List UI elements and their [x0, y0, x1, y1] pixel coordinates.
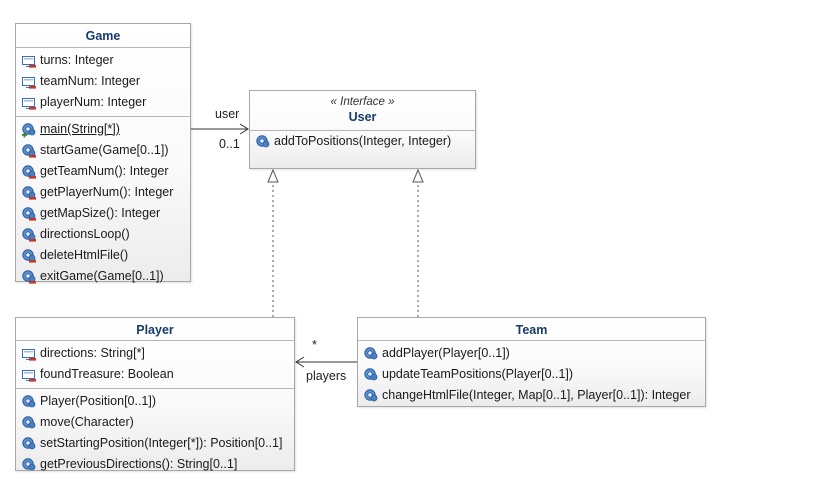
- public-operation-icon: [21, 457, 37, 473]
- attribute-row[interactable]: playerNum: Integer: [16, 92, 190, 113]
- private-operation-icon: [21, 248, 37, 264]
- attribute-text: playerNum: Integer: [40, 95, 147, 109]
- operation-row[interactable]: main(String[*]): [16, 119, 190, 140]
- public-static-operation-icon: [21, 122, 37, 138]
- operation-text: startGame(Game[0..1]): [40, 143, 169, 157]
- public-operation-icon: [255, 134, 271, 150]
- operation-row[interactable]: startGame(Game[0..1]): [16, 140, 190, 161]
- class-name: Game: [85, 29, 121, 43]
- class-header: Game: [16, 24, 190, 48]
- operation-row[interactable]: getPreviousDirections(): String[0..1]: [16, 454, 294, 475]
- realization-player-user-triangle: [267, 168, 279, 183]
- association-multiplicity-label: 0..1: [219, 137, 240, 151]
- private-attribute-icon: [21, 346, 37, 362]
- stereotype-label: « Interface »: [330, 96, 395, 108]
- class-name: Team: [515, 323, 548, 337]
- private-attribute-icon: [21, 367, 37, 383]
- association-game-user-arrowhead: [239, 123, 249, 135]
- operations-section: addPlayer(Player[0..1]) updateTeamPositi…: [358, 341, 705, 409]
- attribute-row[interactable]: directions: String[*]: [16, 343, 294, 364]
- association-team-player-arrowhead: [295, 356, 305, 368]
- operation-text: setStartingPosition(Integer[*]): Positio…: [40, 436, 283, 450]
- association-role-label: user: [215, 107, 240, 121]
- attribute-row[interactable]: foundTreasure: Boolean: [16, 364, 294, 385]
- operation-row[interactable]: exitGame(Game[0..1]): [16, 266, 190, 287]
- operation-text: addToPositions(Integer, Integer): [274, 134, 452, 148]
- private-operation-icon: [21, 227, 37, 243]
- private-operation-icon: [21, 164, 37, 180]
- class-player[interactable]: Player directions: String[*] foundTreasu…: [15, 317, 295, 471]
- class-name: Player: [136, 323, 174, 337]
- operation-row[interactable]: getTeamNum(): Integer: [16, 161, 190, 182]
- private-operation-icon: [21, 269, 37, 285]
- operation-row[interactable]: deleteHtmlFile(): [16, 245, 190, 266]
- private-operation-icon: [21, 143, 37, 159]
- attribute-text: directions: String[*]: [40, 346, 145, 360]
- operation-text: changeHtmlFile(Integer, Map[0..1], Playe…: [382, 388, 691, 402]
- attribute-text: foundTreasure: Boolean: [40, 367, 174, 381]
- interface-user[interactable]: « Interface » User addToPositions(Intege…: [249, 90, 476, 169]
- class-game[interactable]: Game turns: Integer teamNum: Integer pla…: [15, 23, 191, 284]
- attribute-text: turns: Integer: [40, 53, 114, 67]
- association-role-label: players: [306, 369, 347, 383]
- operation-text: addPlayer(Player[0..1]): [382, 346, 510, 360]
- attributes-section: turns: Integer teamNum: Integer playerNu…: [16, 48, 190, 117]
- attribute-text: teamNum: Integer: [40, 74, 141, 88]
- public-operation-icon: [363, 346, 379, 362]
- operation-row[interactable]: setStartingPosition(Integer[*]): Positio…: [16, 433, 294, 454]
- operation-row[interactable]: directionsLoop(): [16, 224, 190, 245]
- public-operation-icon: [21, 415, 37, 431]
- class-header: « Interface » User: [250, 91, 475, 131]
- operation-text: getTeamNum(): Integer: [40, 164, 169, 178]
- association-multiplicity-label: *: [312, 338, 317, 352]
- operation-text: directionsLoop(): [40, 227, 130, 241]
- operation-row[interactable]: Player(Position[0..1]): [16, 391, 294, 412]
- public-operation-icon: [363, 388, 379, 404]
- attribute-row[interactable]: teamNum: Integer: [16, 71, 190, 92]
- operations-section: addToPositions(Integer, Integer): [250, 131, 475, 155]
- realization-team-user-triangle: [412, 168, 424, 183]
- class-name: User: [348, 110, 377, 124]
- operation-text: exitGame(Game[0..1]): [40, 269, 164, 283]
- operation-row[interactable]: updateTeamPositions(Player[0..1]): [358, 364, 705, 385]
- private-operation-icon: [21, 206, 37, 222]
- operation-text: getPlayerNum(): Integer: [40, 185, 174, 199]
- operation-row[interactable]: changeHtmlFile(Integer, Map[0..1], Playe…: [358, 385, 705, 406]
- private-operation-icon: [21, 185, 37, 201]
- private-attribute-icon: [21, 74, 37, 90]
- class-team[interactable]: Team addPlayer(Player[0..1]) updateTeamP…: [357, 317, 706, 407]
- operation-row[interactable]: getMapSize(): Integer: [16, 203, 190, 224]
- operation-text: deleteHtmlFile(): [40, 248, 129, 262]
- operation-text: updateTeamPositions(Player[0..1]): [382, 367, 574, 381]
- attribute-row[interactable]: turns: Integer: [16, 50, 190, 71]
- operation-text: main(String[*]): [40, 122, 120, 136]
- public-operation-icon: [21, 394, 37, 410]
- operation-text: getPreviousDirections(): String[0..1]: [40, 457, 238, 471]
- public-operation-icon: [363, 367, 379, 383]
- class-header: Player: [16, 318, 294, 341]
- operation-row[interactable]: addToPositions(Integer, Integer): [250, 131, 475, 152]
- class-header: Team: [358, 318, 705, 341]
- operations-section: Player(Position[0..1]) move(Character) s…: [16, 389, 294, 478]
- operations-section: main(String[*]) startGame(Game[0..1]) ge…: [16, 117, 190, 290]
- operation-text: move(Character): [40, 415, 134, 429]
- attributes-section: directions: String[*] foundTreasure: Boo…: [16, 341, 294, 389]
- private-attribute-icon: [21, 95, 37, 111]
- private-attribute-icon: [21, 53, 37, 69]
- operation-row[interactable]: getPlayerNum(): Integer: [16, 182, 190, 203]
- operation-text: getMapSize(): Integer: [40, 206, 161, 220]
- operation-row[interactable]: addPlayer(Player[0..1]): [358, 343, 705, 364]
- operation-text: Player(Position[0..1]): [40, 394, 157, 408]
- operation-row[interactable]: move(Character): [16, 412, 294, 433]
- public-operation-icon: [21, 436, 37, 452]
